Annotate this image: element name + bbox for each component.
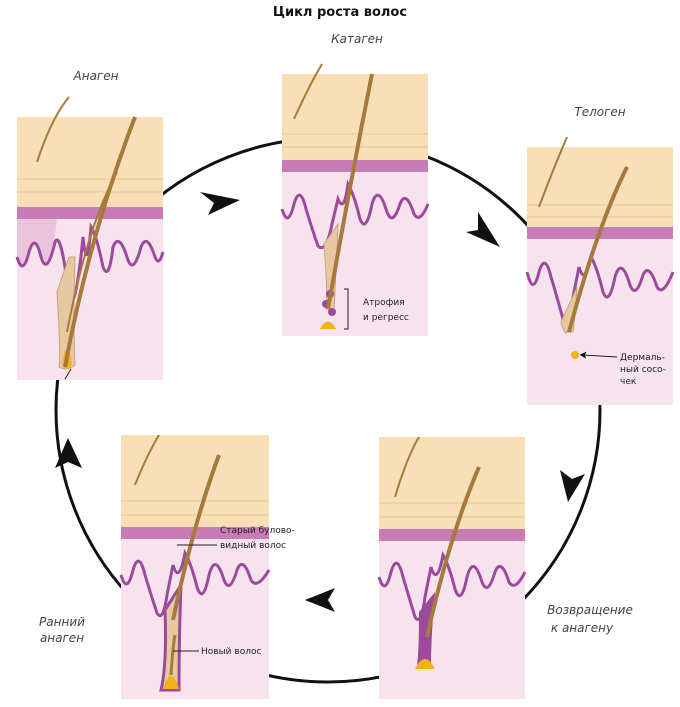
label-anagen: Анаген (73, 69, 119, 83)
panel-anagen (15, 96, 165, 380)
label-telogen: Телоген (574, 105, 625, 119)
annotation-papilla-line-1: Дермаль- (620, 353, 665, 363)
label-early-line-2: анаген (40, 631, 84, 645)
panel-telogen (525, 136, 675, 405)
diagram-title: Цикл роста волос (273, 5, 407, 20)
label-catagen: Катаген (331, 32, 383, 46)
annotation-papilla-line-3: чек (620, 377, 637, 387)
arrow-telogen-to-return (560, 470, 585, 502)
panel-catagen (280, 63, 430, 336)
panel-return-to-anagen (377, 436, 527, 699)
panel-early-anagen (119, 434, 271, 699)
annotation-old-hair-line-1: Старый булово- (220, 526, 295, 536)
arrow-return-to-early (305, 588, 335, 612)
annotation-new-hair: Новый волос (201, 647, 261, 657)
arrow-catagen-to-telogen (466, 212, 500, 247)
label-early-line-1: Ранний (39, 615, 85, 629)
annotation-atrophy-line-1: Атрофия (363, 298, 405, 308)
arrow-anagen-to-catagen (200, 192, 240, 215)
annotation-atrophy-line-2: и регресс (363, 313, 409, 323)
label-return-line-1: Возвращение (547, 603, 633, 617)
arrow-early-to-anagen (55, 438, 82, 468)
annotation-papilla-line-2: ный сосо- (620, 365, 666, 375)
annotation-old-hair-line-2: видный волос (220, 541, 286, 551)
label-return-line-2: к анагену (551, 621, 614, 635)
cycle-arrows (55, 192, 585, 612)
